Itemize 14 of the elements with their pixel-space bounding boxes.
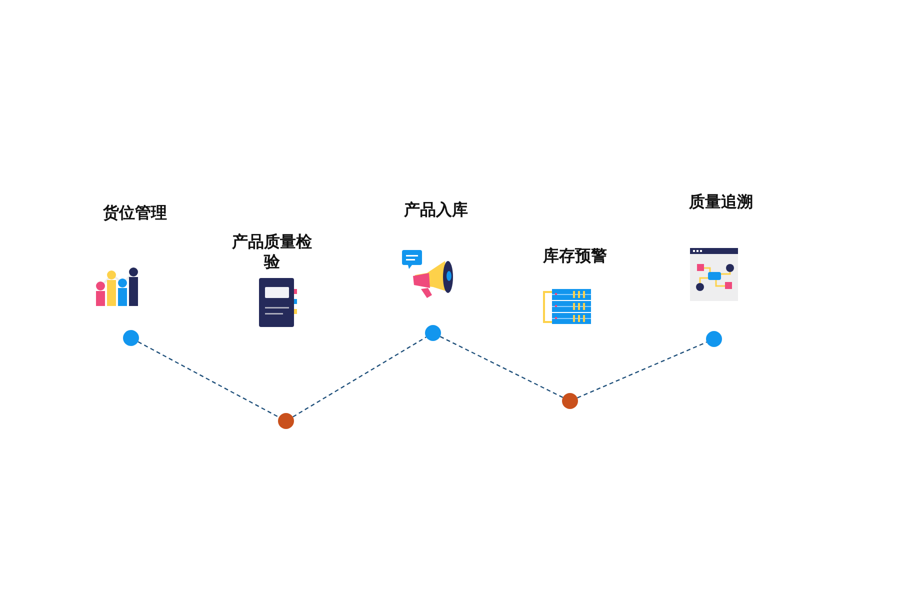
dashed-connector <box>440 336 564 398</box>
step-title: 质量追溯 <box>688 192 754 212</box>
dashed-connector <box>577 342 707 398</box>
step-title: 产品质量检验 <box>231 232 313 272</box>
step-title: 产品入库 <box>403 200 469 220</box>
dashed-connector <box>138 341 280 418</box>
dashed-connector <box>292 336 426 418</box>
timeline-dot <box>425 325 441 341</box>
step-title: 库存预警 <box>542 246 608 266</box>
timeline-dot <box>123 330 139 346</box>
timeline-dot <box>562 393 578 409</box>
step-title: 货位管理 <box>102 203 168 223</box>
timeline-dot <box>706 331 722 347</box>
timeline-dot <box>278 413 294 429</box>
